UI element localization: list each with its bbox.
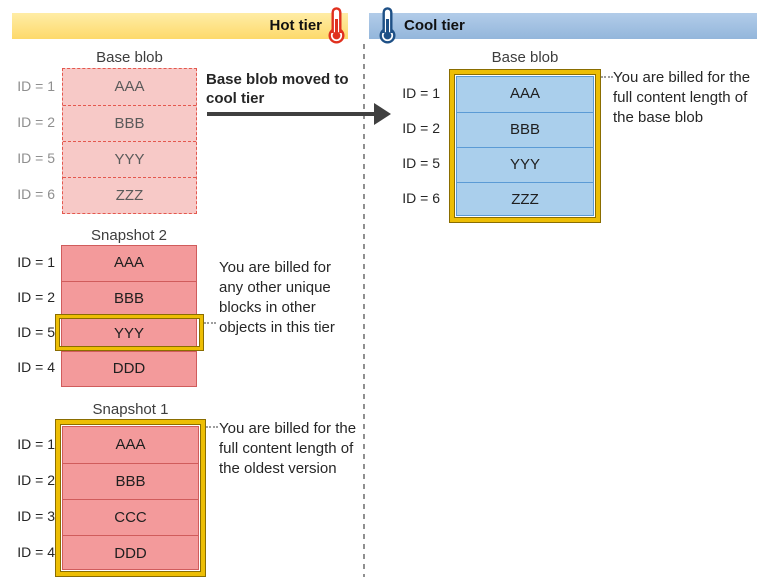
dotted-connector xyxy=(601,76,613,78)
block-cell: BBB xyxy=(63,463,198,499)
row-id-label: ID = 5 xyxy=(17,150,55,166)
snapshot2-ids: ID = 1 ID = 2 ID = 5 ID = 4 xyxy=(0,245,55,385)
row-id-label: ID = 2 xyxy=(402,120,440,136)
dotted-connector xyxy=(204,322,216,324)
highlight-box-yyy xyxy=(55,314,204,351)
row-id-label: ID = 6 xyxy=(17,186,55,202)
block-cell: BBB xyxy=(63,105,196,141)
block-cell: BBB xyxy=(457,112,593,147)
row-id-label: ID = 1 xyxy=(17,436,55,452)
row-id-label: ID = 2 xyxy=(17,289,55,305)
snapshot1-title: Snapshot 1 xyxy=(92,401,169,418)
cool-base-blob-ids: ID = 1 ID = 2 ID = 5 ID = 6 xyxy=(385,76,440,216)
row-id-label: ID = 1 xyxy=(17,254,55,270)
block-cell: ZZZ xyxy=(457,182,593,217)
block-cell: CCC xyxy=(63,499,198,535)
snapshot1-table: AAA BBB CCC DDD xyxy=(62,426,199,570)
snapshot2-note: You are billed for any other unique bloc… xyxy=(219,259,335,336)
tier-separator-line xyxy=(363,44,365,577)
block-cell: YYY xyxy=(457,147,593,182)
cool-tier-label: Cool tier xyxy=(404,17,465,34)
row-id-label: ID = 4 xyxy=(17,544,55,560)
row-id-label: ID = 5 xyxy=(17,324,55,340)
row-id-label: ID = 2 xyxy=(17,114,55,130)
block-cell: AAA xyxy=(113,254,144,271)
row-id-label: ID = 3 xyxy=(17,508,55,524)
hot-tier-bar: Hot tier xyxy=(12,13,348,39)
block-cell: AAA xyxy=(114,78,145,95)
cool-base-blob-note: You are billed for the full content leng… xyxy=(613,69,751,126)
block-cell: DDD xyxy=(63,535,198,571)
hot-thermometer-icon xyxy=(328,7,345,44)
highlight-frame-cool-base-blob: AAA BBB YYY ZZZ xyxy=(449,69,601,223)
snapshot2-title: Snapshot 2 xyxy=(91,227,167,244)
block-cell: DDD xyxy=(62,351,196,386)
arrow-head-icon xyxy=(374,103,391,125)
block-cell: BBB xyxy=(62,281,196,316)
cool-tier-bar: Cool tier xyxy=(369,13,757,39)
cool-base-blob-title: Base blob xyxy=(491,49,559,66)
row-id-label: ID = 1 xyxy=(17,78,55,94)
row-id-label: ID = 2 xyxy=(17,472,55,488)
hot-base-blob-title: Base blob xyxy=(96,49,163,66)
dotted-connector xyxy=(206,426,218,428)
block-cell: ZZZ xyxy=(63,177,196,213)
hot-base-blob-table: AAA BBB YYY ZZZ xyxy=(62,68,197,214)
hot-base-blob-ids: ID = 1 ID = 2 ID = 5 ID = 6 xyxy=(0,68,55,212)
row-id-label: ID = 4 xyxy=(17,359,55,375)
snapshot1-ids: ID = 1 ID = 2 ID = 3 ID = 4 xyxy=(0,426,55,570)
arrow-label: Base blob moved to cool tier xyxy=(206,71,349,107)
block-cell: AAA xyxy=(509,85,540,102)
cool-base-blob-table: AAA BBB YYY ZZZ xyxy=(456,76,594,216)
cool-thermometer-icon xyxy=(379,7,396,44)
block-cell: AAA xyxy=(115,436,146,453)
highlight-frame-snapshot1: AAA BBB CCC DDD xyxy=(55,419,206,577)
row-id-label: ID = 1 xyxy=(402,85,440,101)
move-arrow xyxy=(207,112,375,116)
snapshot1-note: You are billed for the full content leng… xyxy=(219,420,357,477)
hot-tier-label: Hot tier xyxy=(269,17,323,34)
row-id-label: ID = 6 xyxy=(402,190,440,206)
block-cell: YYY xyxy=(63,141,196,177)
row-id-label: ID = 5 xyxy=(402,155,440,171)
